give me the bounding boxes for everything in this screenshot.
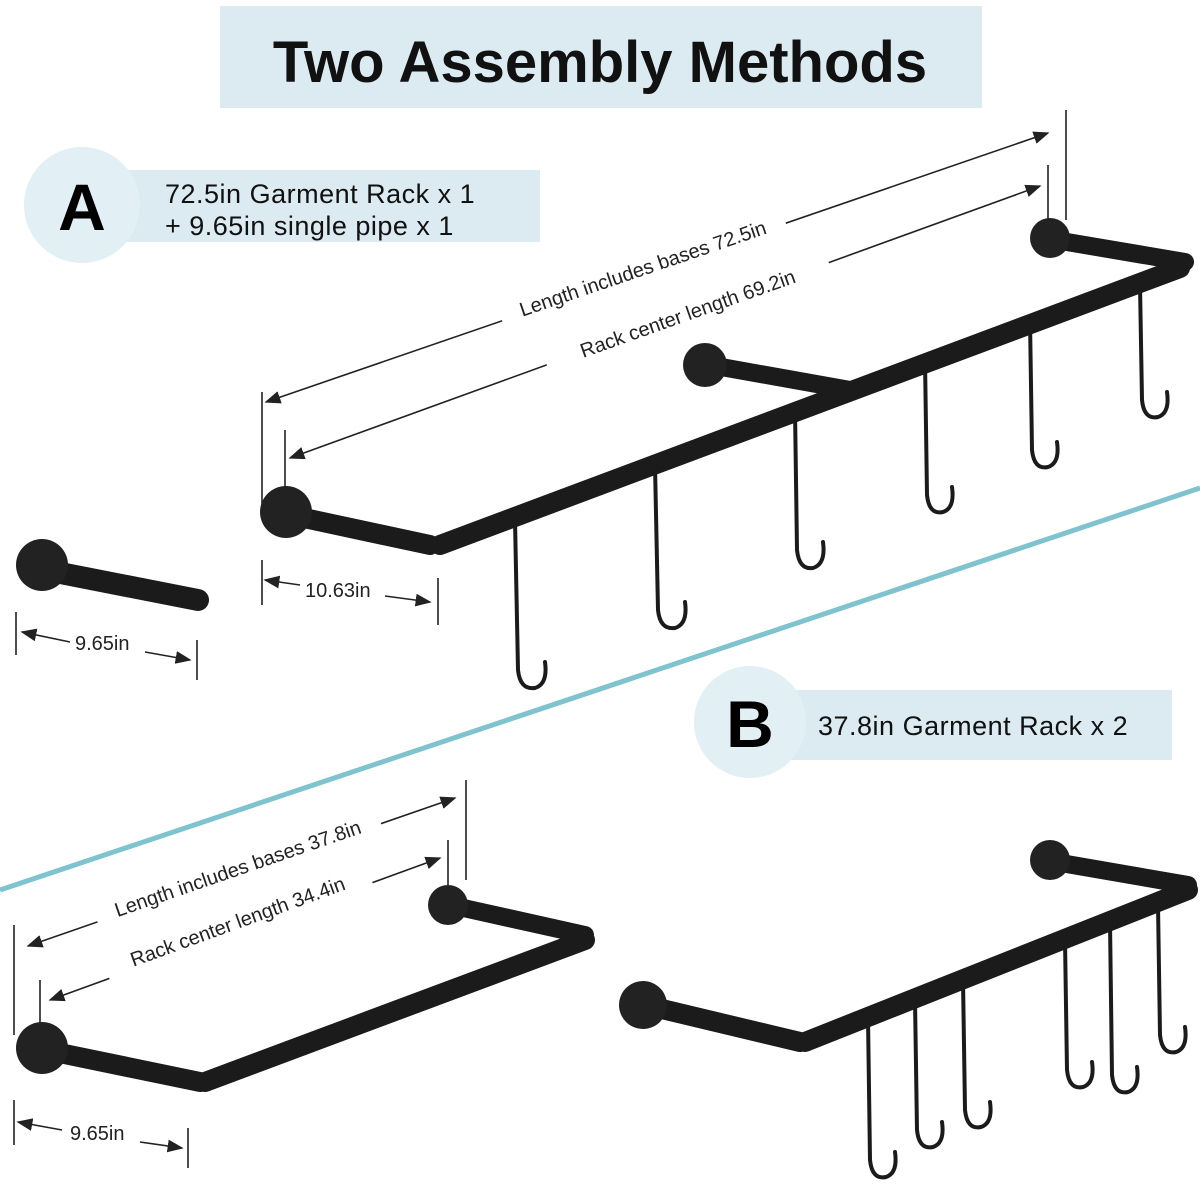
method-b-letter: B xyxy=(726,687,774,761)
garment-rack-b-1 xyxy=(16,885,595,1092)
single-pipe-length: 9.65in xyxy=(75,633,130,655)
method-a-line1: 72.5in Garment Rack x 1 xyxy=(165,179,475,209)
method-a-badge xyxy=(24,147,140,263)
divider-line xyxy=(0,485,1200,893)
arm-length-b: 9.65in xyxy=(70,1123,125,1145)
method-a-letter: A xyxy=(58,170,106,244)
title-banner xyxy=(220,6,982,108)
page-title: Two Assembly Methods xyxy=(273,30,927,95)
single-pipe xyxy=(16,539,209,611)
method-a-line2: + 9.65in single pipe x 1 xyxy=(165,211,454,241)
method-b-line1: 37.8in Garment Rack x 2 xyxy=(818,711,1128,741)
garment-rack-b-2 xyxy=(619,840,1198,1180)
garment-rack-a xyxy=(260,218,1194,691)
arm-length-a: 10.63in xyxy=(305,580,371,602)
method-b-badge xyxy=(694,666,806,778)
method-b-label-panel xyxy=(780,690,1172,760)
